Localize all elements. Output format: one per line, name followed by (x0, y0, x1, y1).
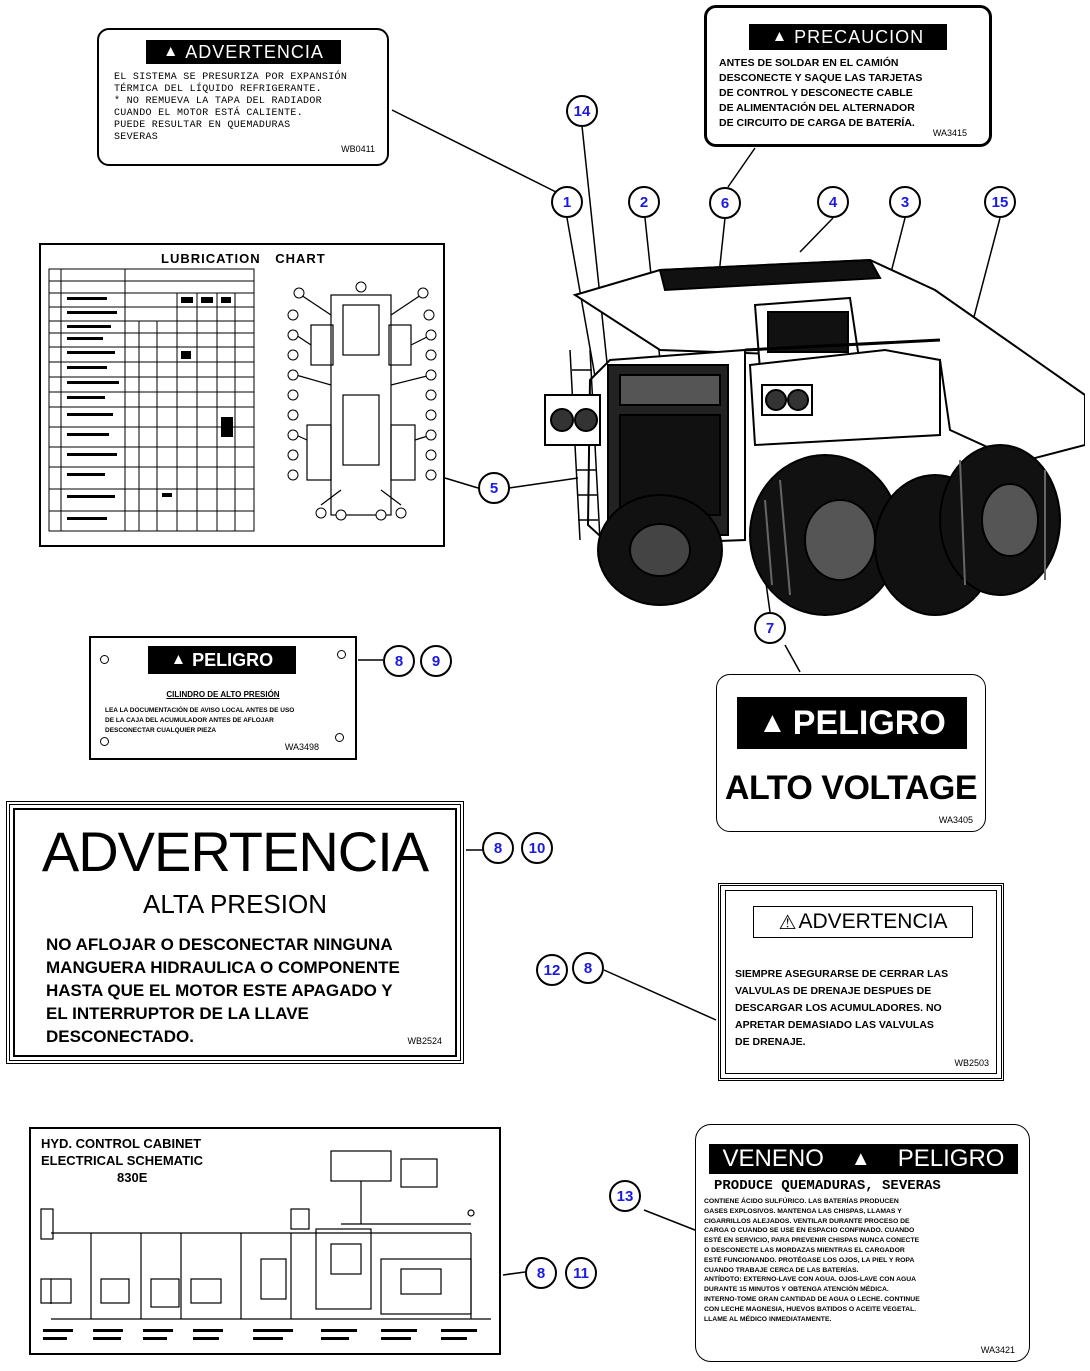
callout-3: 3 (889, 186, 921, 218)
welding-caution-text: ANTES DE SOLDAR EN EL CAMIÓN DESCONECTE … (719, 57, 923, 129)
callout-8: 8 (482, 832, 514, 864)
lubrication-chart-decal: LUBRICATION CHART (39, 243, 445, 547)
schematic-diagram (40, 1150, 491, 1340)
callout-2: 2 (628, 186, 660, 218)
callout-8: 8 (572, 952, 604, 984)
high-pressure-warning-header: ADVERTENCIA (41, 820, 429, 883)
high-pressure-warning-text: NO AFLOJAR O DESCONECTAR NINGUNA MANGUER… (46, 935, 400, 1046)
high-voltage-header: ▲PELIGRO (737, 697, 967, 749)
battery-danger-header: VENENO ▲ PELIGRO (709, 1144, 1018, 1174)
warning-triangle-icon: ▲ (758, 706, 787, 739)
high-voltage-decal: ▲PELIGRO ALTO VOLTAGE WA3405 (716, 674, 986, 832)
radiator-warning-decal: ▲ADVERTENCIA EL SISTEMA SE PRESURIZA POR… (97, 28, 389, 166)
radiator-warning-header: ▲ADVERTENCIA (146, 40, 341, 64)
accumulator-danger-subheader: CILINDRO DE ALTO PRESIÓN (166, 690, 280, 699)
callout-4: 4 (817, 186, 849, 218)
battery-danger-subheader: PRODUCE QUEMADURAS, SEVERAS (714, 1178, 941, 1194)
warning-triangle-icon: ▲ (170, 651, 187, 668)
callout-12: 12 (536, 954, 568, 986)
decal-code: WB0411 (341, 144, 375, 154)
high-voltage-body: ALTO VOLTAGE (724, 769, 978, 807)
mounting-hole (335, 733, 344, 742)
callout-13: 13 (609, 1180, 641, 1212)
welding-caution-header: ▲PRECAUCION (749, 24, 947, 50)
mounting-hole (337, 650, 346, 659)
callout-10: 10 (521, 832, 553, 864)
battery-danger-decal: VENENO ▲ PELIGRO PRODUCE QUEMADURAS, SEV… (695, 1124, 1030, 1362)
lubrication-truck-diagram (287, 281, 437, 521)
warning-triangle-icon: ▲ (771, 28, 789, 45)
lubrication-chart-title: LUBRICATION CHART (161, 251, 326, 266)
decal-code: WA3415 (932, 128, 967, 138)
callout-9: 9 (420, 645, 452, 677)
decal-code: WA3498 (284, 742, 319, 752)
callout-6: 6 (709, 187, 741, 219)
haul-truck-illustration (544, 258, 1085, 616)
mounting-hole (100, 737, 109, 746)
callout-15: 15 (984, 186, 1016, 218)
callout-8: 8 (383, 645, 415, 677)
callout-14: 14 (566, 95, 598, 127)
callout-7: 7 (754, 612, 786, 644)
accumulator-danger-decal: ▲PELIGRO CILINDRO DE ALTO PRESIÓN LEA LA… (89, 636, 357, 760)
decal-code: WB2503 (954, 1058, 989, 1068)
welding-caution-decal: ▲PRECAUCION ANTES DE SOLDAR EN EL CAMIÓN… (704, 5, 992, 147)
callout-8: 8 (525, 1257, 557, 1289)
accumulator-danger-text: LEA LA DOCUMENTACIÓN DE AVISO LOCAL ANTE… (105, 707, 295, 734)
lubrication-table (48, 268, 255, 532)
battery-danger-text: CONTIENE ÁCIDO SULFÚRICO. LAS BATERÍAS P… (704, 1198, 920, 1323)
warning-triangle-icon: ⚠ (778, 911, 797, 934)
high-pressure-warning-subheader: ALTA PRESION (143, 889, 327, 919)
warning-triangle-icon: ▲ (163, 43, 180, 60)
callout-11: 11 (565, 1257, 597, 1289)
decal-code: WB2524 (407, 1036, 442, 1046)
callout-5: 5 (478, 472, 510, 504)
schematic-title: HYD. CONTROL CABINET ELECTRICAL SCHEMATI… (41, 1136, 204, 1185)
high-pressure-warning-decal: ADVERTENCIA ALTA PRESION NO AFLOJAR O DE… (6, 801, 464, 1064)
electrical-schematic-decal: HYD. CONTROL CABINET ELECTRICAL SCHEMATI… (29, 1127, 501, 1355)
callout-1: 1 (551, 186, 583, 218)
warning-triangle-icon: ▲ (850, 1147, 871, 1170)
accumulator-danger-header: ▲PELIGRO (148, 646, 296, 674)
mounting-hole (100, 655, 109, 664)
drain-valves-warning-header: ⚠ADVERTENCIA (753, 906, 973, 938)
decal-code: WA3421 (980, 1345, 1015, 1355)
drain-valves-warning-text: SIEMPRE ASEGURARSE DE CERRAR LAS VALVULA… (735, 968, 949, 1048)
drain-valves-warning-decal: ⚠ADVERTENCIA SIEMPRE ASEGURARSE DE CERRA… (718, 883, 1004, 1081)
radiator-warning-text: EL SISTEMA SE PRESURIZA POR EXPANSIÓN TÉ… (114, 72, 348, 143)
decal-code: WA3405 (938, 815, 973, 825)
